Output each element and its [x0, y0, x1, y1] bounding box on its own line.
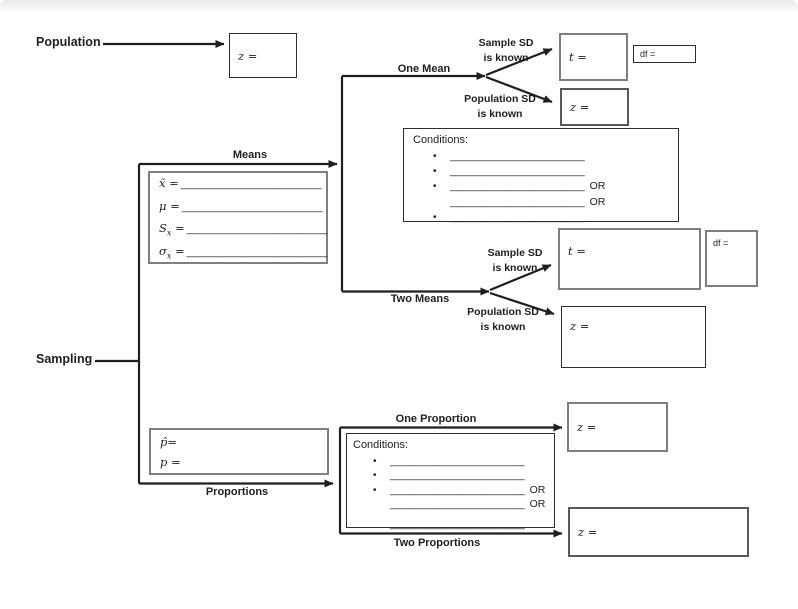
mu-field: μ = _______________________ [159, 198, 323, 213]
sx-blank: _______________________ [186, 223, 328, 236]
proportions-variables-box: p̂= p = [149, 428, 329, 475]
xbar-blank: _______________________ [180, 178, 322, 190]
population-label: Population [36, 35, 101, 49]
one-mean-sample-sd-label: Sample SD is known [451, 36, 561, 65]
conditions-title: Conditions: [413, 134, 469, 146]
condition-row: • ______________________ OR [404, 179, 678, 194]
sample-sd-line1: Sample SD [478, 37, 534, 49]
sample-sd-line2: is known [492, 261, 538, 274]
condition-blank: ______________________ [390, 469, 525, 482]
condition-blank: ______________________ [450, 195, 585, 208]
conditions-title: Conditions: [353, 439, 409, 451]
two-means-df-formula: df = [713, 238, 729, 248]
two-proportions-branch-label: Two Proportions [393, 537, 481, 549]
one-mean-sample-sd-arrow [485, 47, 553, 77]
proportions-conditions-box: Conditions: • ______________________ • _… [346, 433, 555, 531]
proportions-branch-label: Proportions [205, 486, 269, 498]
phat-symbol: p̂ [160, 435, 168, 449]
two-means-z-box: z = [561, 306, 706, 368]
one-mean-population-sd-arrow [485, 75, 553, 104]
condition-row: • ______________________ [404, 149, 678, 164]
population-z-box: z = [229, 33, 297, 78]
two-means-sample-sd-label: Sample SD is known [460, 246, 570, 275]
top-shade [0, 0, 798, 13]
or-text: OR [529, 483, 546, 496]
population-sd-line2: is known [477, 107, 523, 120]
population-z-formula: z = [238, 48, 258, 63]
condition-blank: ______________________ [450, 180, 585, 193]
population-sd-line2: is known [480, 320, 526, 333]
population-sd-line1: Population SD [464, 93, 536, 105]
means-conditions-box: Conditions: • ______________________ • _… [403, 128, 679, 225]
bullet-icon: • [433, 151, 437, 162]
means-variables-box: x̄ = _______________________ μ = _______… [148, 171, 328, 264]
xbar-field: x̄ = _______________________ [159, 176, 322, 190]
bullet-icon: • [433, 166, 437, 178]
two-means-t-formula: t = [568, 244, 586, 258]
two-means-population-sd-arrow [489, 291, 555, 316]
condition-row: • ______________________ [347, 468, 554, 482]
condition-blank: ______________________ [450, 210, 585, 223]
xbar-symbol: x̄ [159, 176, 166, 190]
condition-blank: ______________________ [450, 150, 585, 162]
mu-symbol: μ [159, 198, 167, 213]
p-symbol: p [160, 455, 168, 469]
sx-field: Sx = _______________________ [159, 221, 328, 238]
two-means-t-box: t = [558, 228, 701, 290]
two-means-z-formula: z = [570, 319, 590, 333]
two-means-sample-sd-arrow [489, 263, 552, 292]
one-mean-population-sd-label: Population SD is known [445, 92, 555, 121]
or-text: OR [529, 497, 546, 510]
bullet-icon: • [373, 456, 377, 467]
two-means-population-sd-label: Population SD is known [448, 305, 558, 334]
means-branch-label: Means [232, 149, 268, 161]
two-proportions-z-box: z = [568, 507, 749, 557]
condition-row: • ______________________ [347, 454, 554, 468]
one-proportion-z-formula: z = [577, 420, 597, 434]
condition-blank: ______________________ [390, 483, 525, 496]
sampling-label: Sampling [36, 352, 93, 366]
two-means-df-box: df = [705, 230, 758, 287]
bullet-icon: • [433, 181, 437, 193]
condition-blank: ______________________ [390, 455, 525, 467]
sigmax-field: σx = _______________________ [159, 244, 328, 261]
one-mean-branch-label: One Mean [397, 63, 451, 75]
bullet-icon: • [373, 470, 377, 482]
condition-blank: ______________________ [390, 518, 525, 531]
sample-sd-line2: is known [483, 51, 529, 64]
condition-row: ______________________ [347, 517, 554, 531]
one-proportion-z-box: z = [567, 402, 668, 452]
condition-row: • ______________________ OR [347, 483, 554, 497]
condition-blank: ______________________ [450, 165, 585, 178]
condition-row: ______________________ OR [404, 195, 678, 210]
one-mean-df-formula: df = [640, 49, 656, 59]
sx-symbol: S [159, 221, 167, 236]
p-field: p = [160, 455, 181, 469]
one-mean-df-box: df = [633, 45, 696, 63]
sigmax-blank: _______________________ [186, 246, 328, 259]
sample-sd-line1: Sample SD [487, 247, 543, 259]
sigmax-symbol: σ [159, 244, 167, 259]
condition-row: • ______________________ [404, 164, 678, 179]
one-proportion-branch-label: One Proportion [395, 413, 477, 425]
phat-field: p̂= [160, 435, 178, 449]
one-mean-z-formula: z = [570, 100, 590, 114]
condition-row: • ______________________ [404, 210, 678, 225]
or-text: OR [589, 180, 606, 193]
or-text: OR [589, 195, 606, 208]
two-means-branch-label: Two Means [390, 293, 450, 305]
bullet-icon: • [373, 484, 377, 496]
condition-row: ______________________ OR [347, 497, 554, 511]
two-proportions-z-formula: z = [578, 525, 598, 539]
bullet-icon: • [433, 211, 437, 223]
one-mean-z-box: z = [560, 88, 629, 126]
population-sd-line1: Population SD [467, 306, 539, 318]
one-mean-t-box: t = [559, 33, 628, 81]
one-mean-t-formula: t = [569, 50, 587, 64]
condition-blank: ______________________ [390, 497, 525, 510]
mu-blank: _______________________ [181, 200, 323, 213]
